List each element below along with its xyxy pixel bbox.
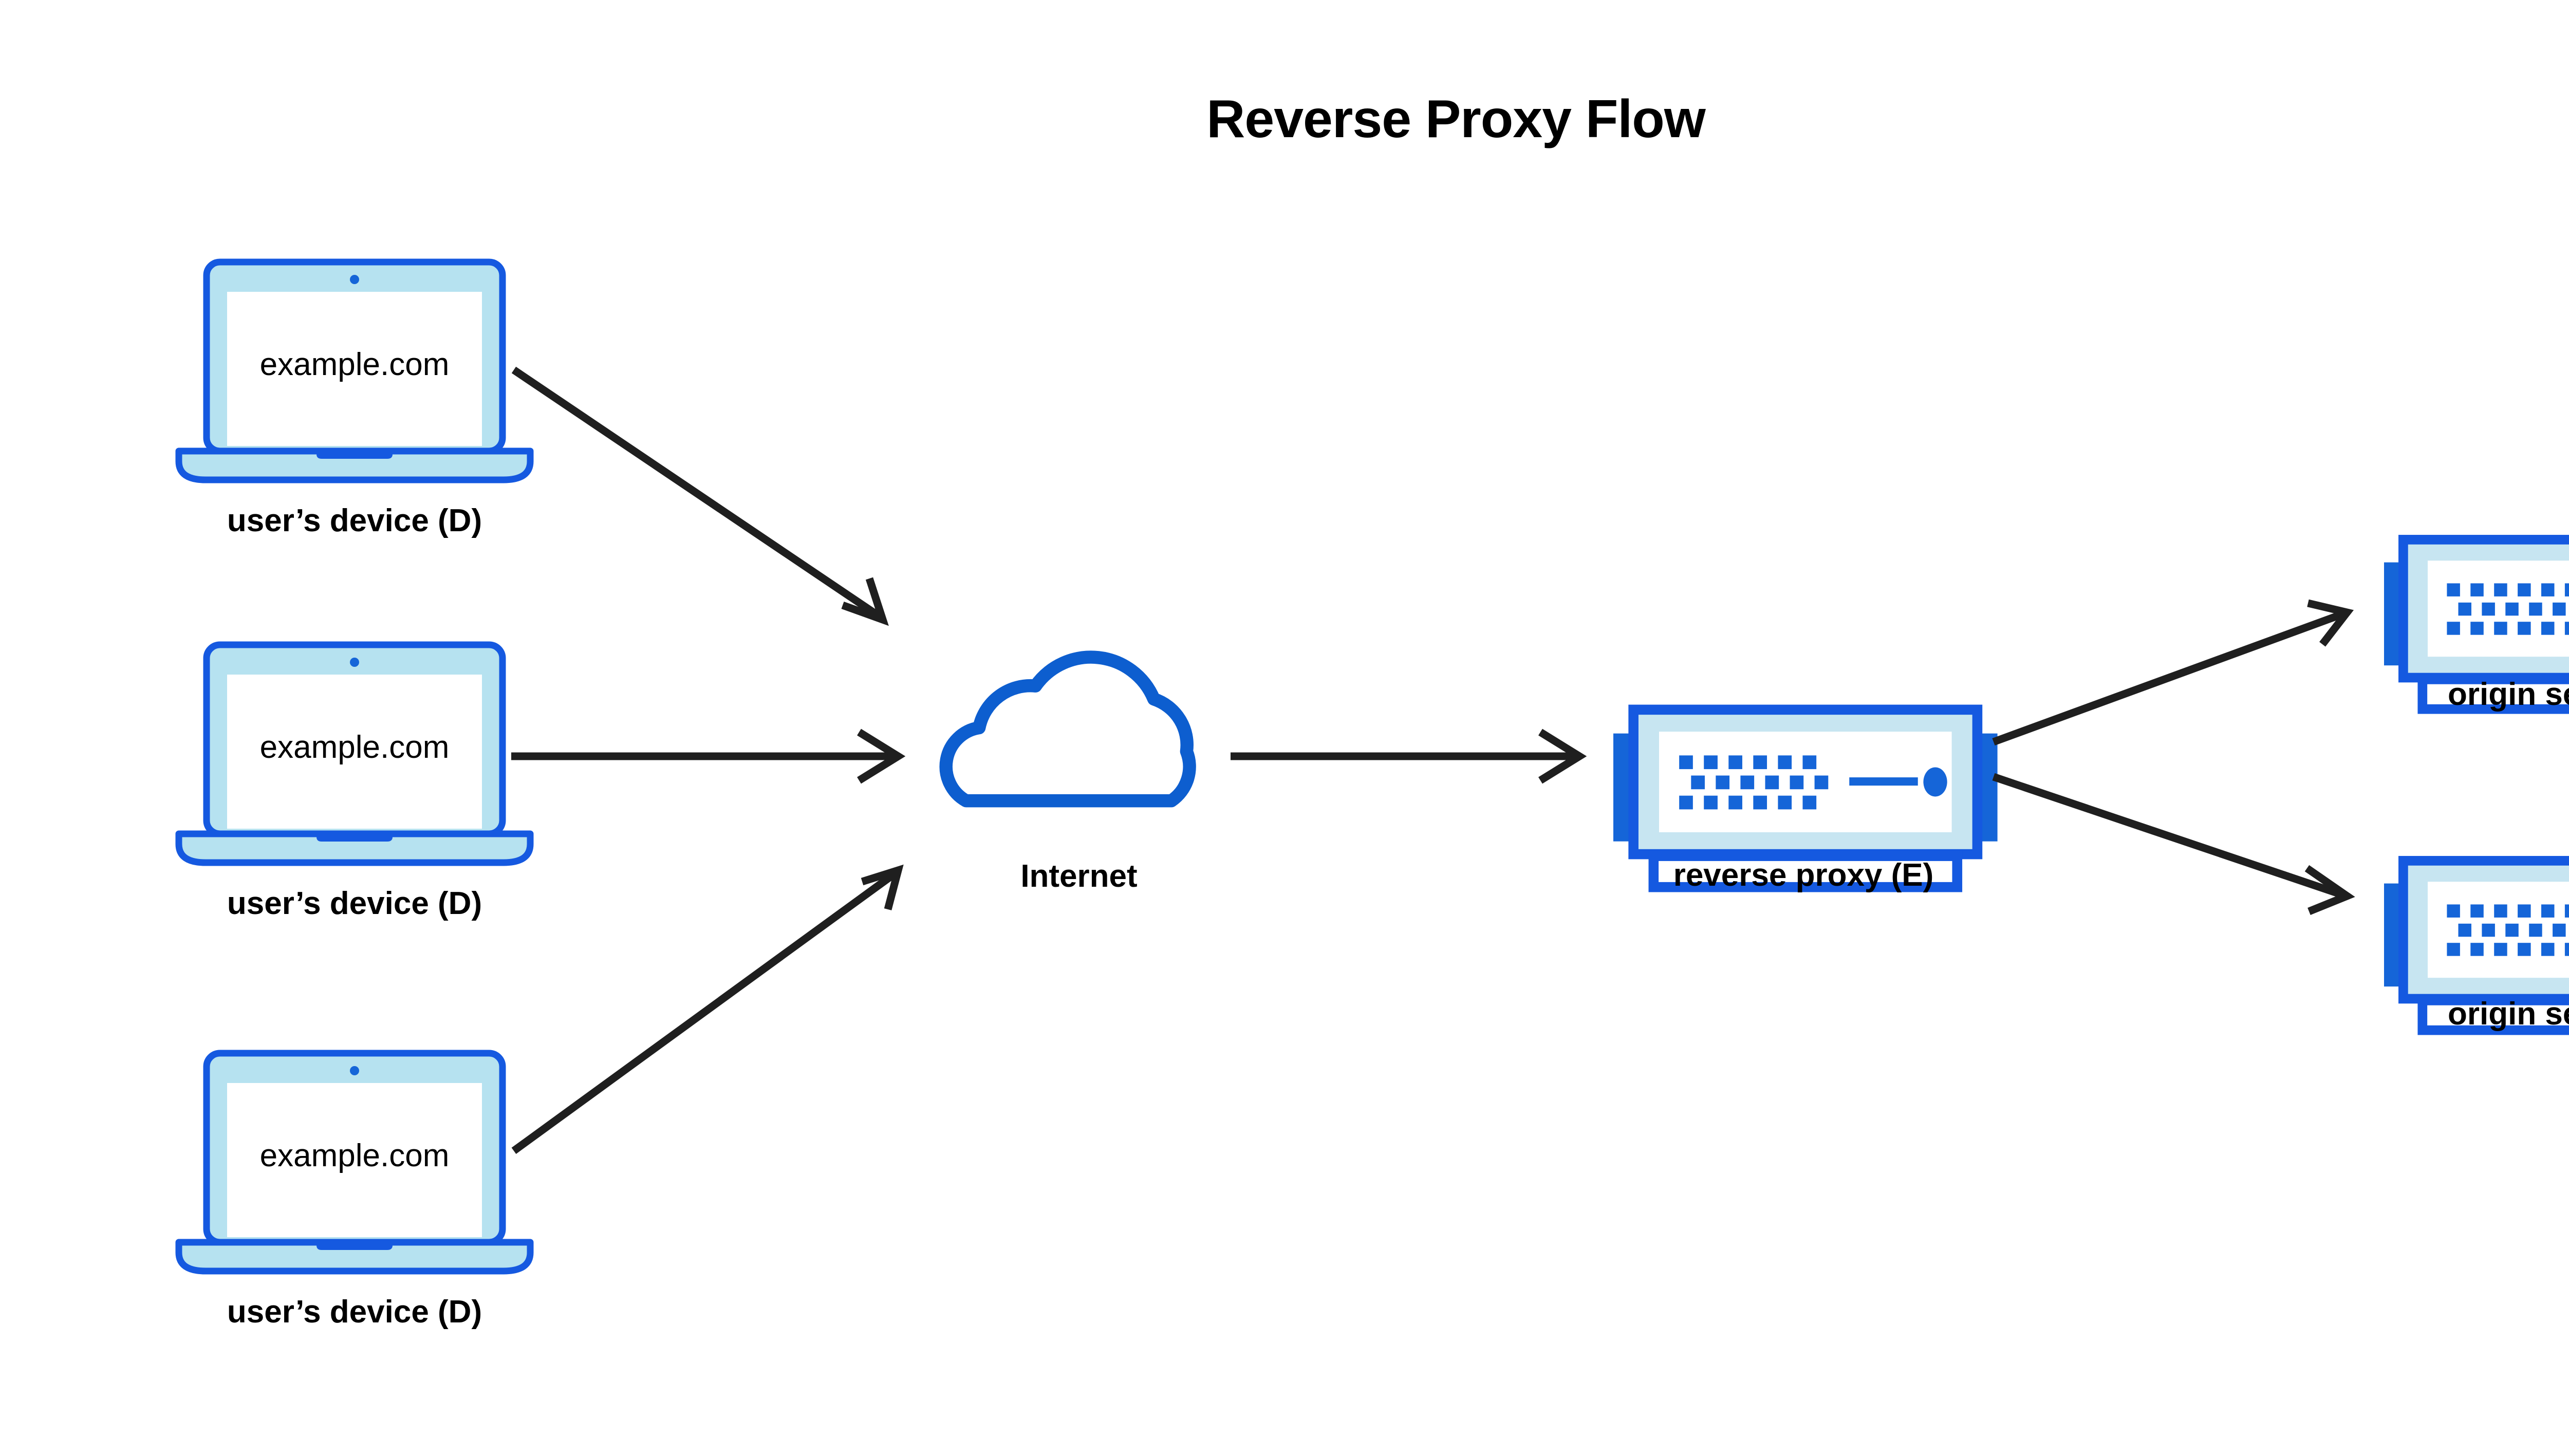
arrow-icon bbox=[511, 729, 906, 784]
arrow-icon bbox=[1992, 599, 2354, 746]
cloud-icon bbox=[946, 657, 1189, 801]
cloud-label: Internet bbox=[1020, 858, 1138, 894]
proxy-label: reverse proxy (E) bbox=[1673, 857, 1934, 893]
arrow-icon bbox=[511, 864, 904, 1154]
device-label: user’s device (D) bbox=[227, 503, 482, 538]
arrow-icon bbox=[1231, 729, 1587, 784]
arrow-icon bbox=[1992, 773, 2355, 915]
device-label: user’s device (D) bbox=[227, 886, 482, 921]
origin-label: origin server (F) bbox=[2448, 996, 2569, 1032]
origin-label: origin server (F) bbox=[2448, 677, 2569, 712]
page-title: Reverse Proxy Flow bbox=[1206, 89, 1705, 149]
device-screen-text: example.com bbox=[259, 1138, 450, 1173]
device-screen-text: example.com bbox=[259, 730, 450, 765]
device-screen-text: example.com bbox=[259, 347, 450, 382]
arrow-icon bbox=[511, 366, 889, 626]
device-label: user’s device (D) bbox=[227, 1294, 482, 1330]
